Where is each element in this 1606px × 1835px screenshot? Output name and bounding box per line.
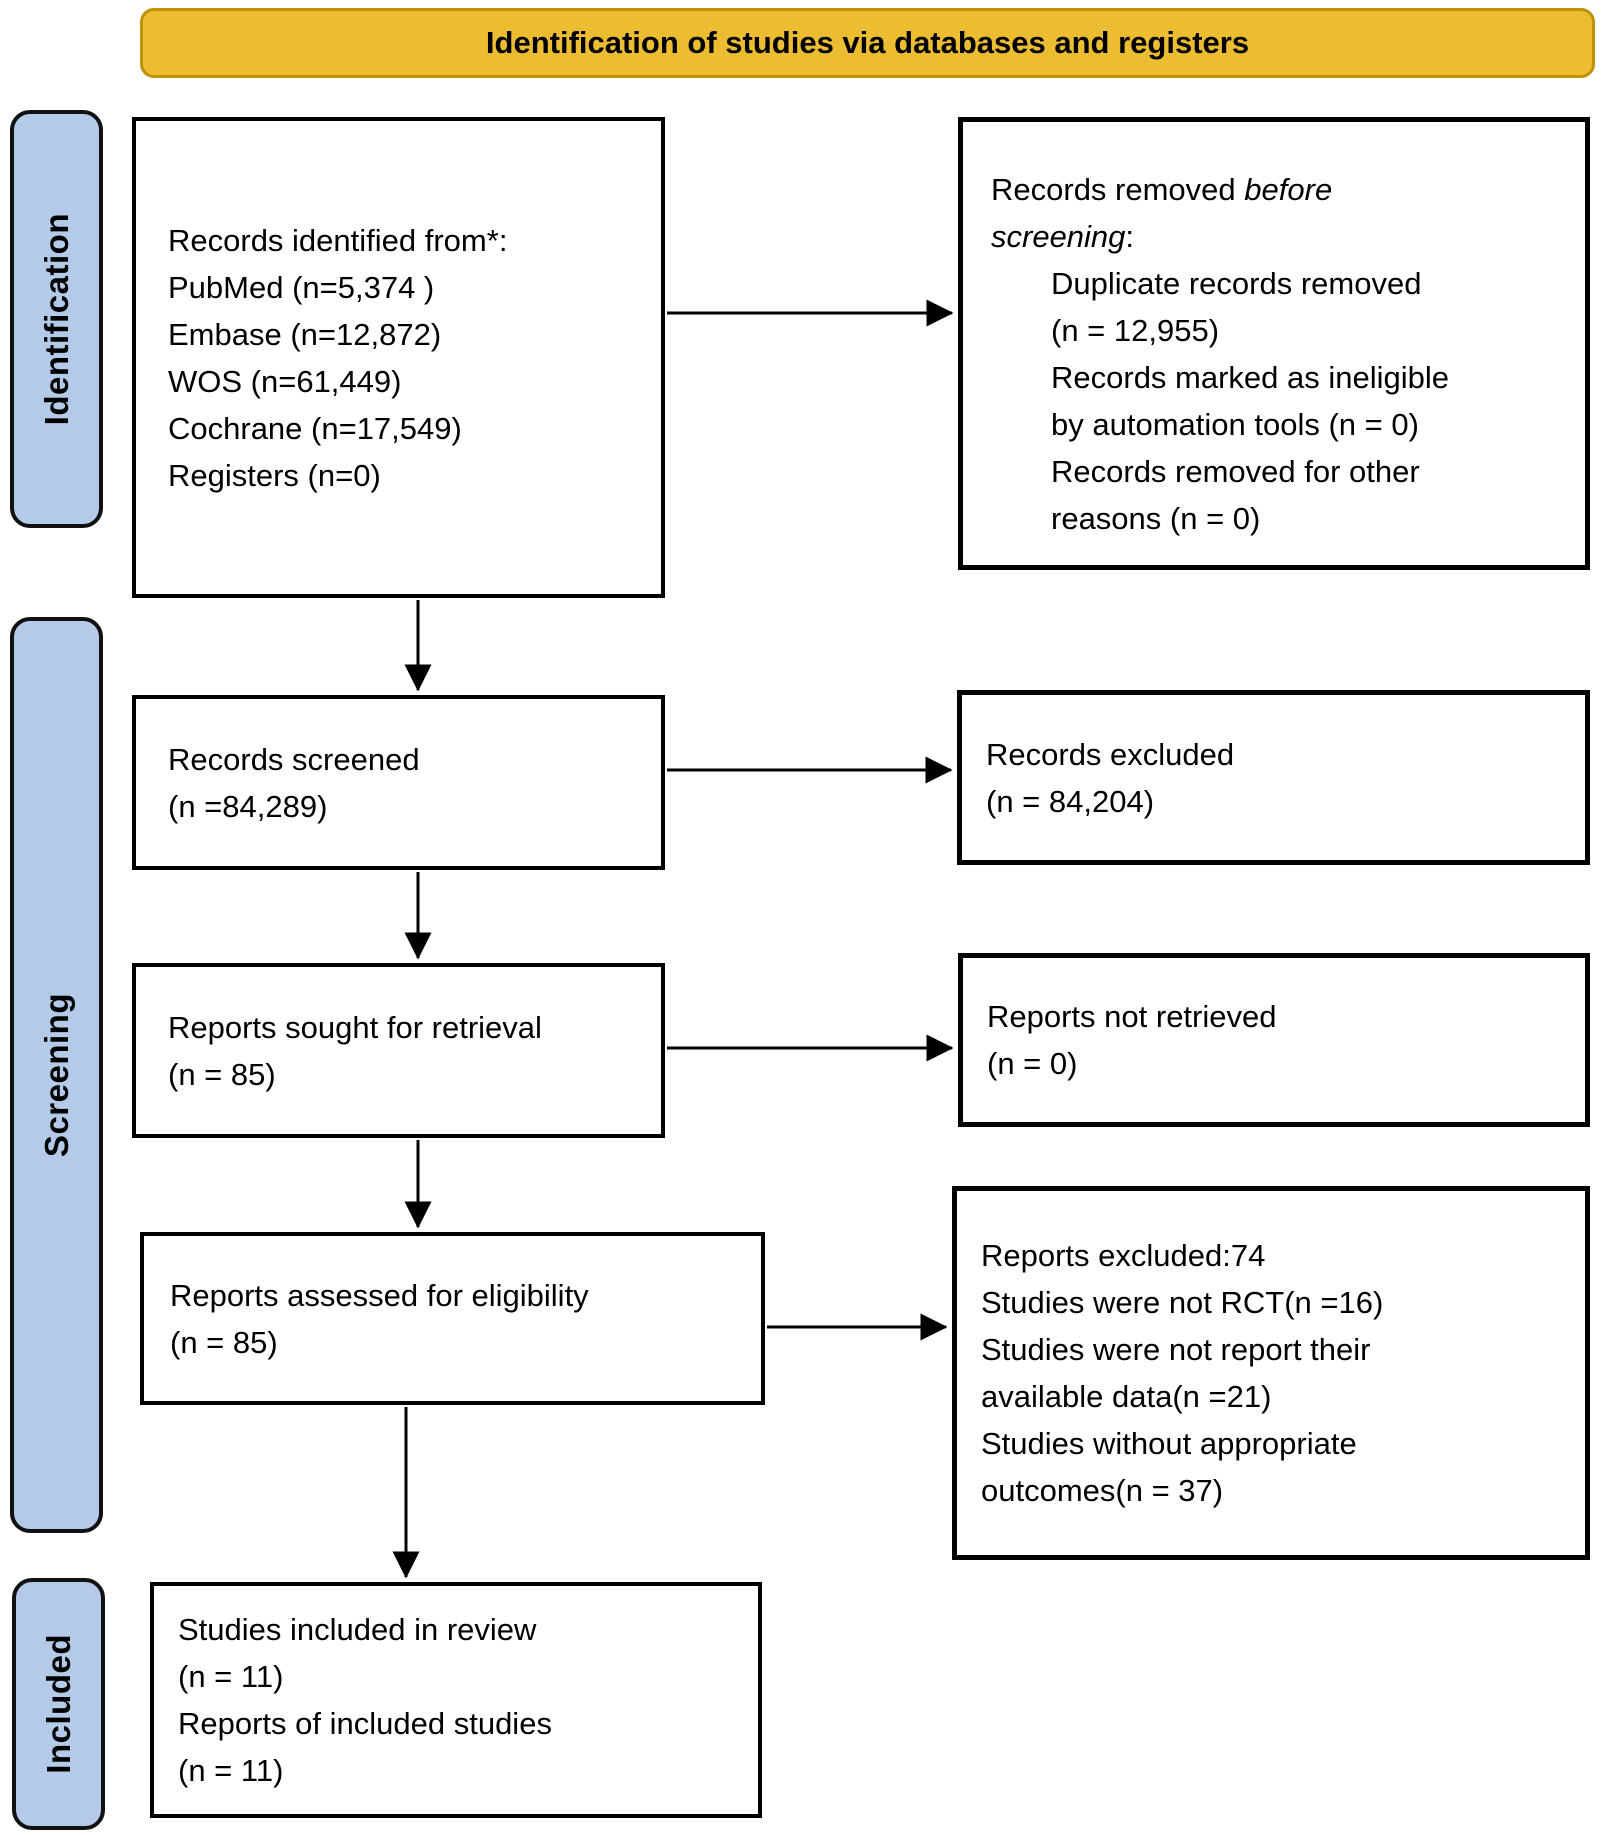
reports-not-retrieved-line: (n = 0): [987, 1046, 1078, 1081]
records-identified-line: Embase (n=12,872): [168, 316, 442, 352]
records-excluded-line: Records excluded: [986, 736, 1235, 772]
records-removed-detail-line: Duplicate records removed: [1051, 266, 1422, 301]
reports-excluded-line: available data(n =21): [981, 1379, 1272, 1414]
records-identified-line: PubMed (n=5,374 ): [168, 269, 435, 305]
records-removed-detail-line: by automation tools (n = 0): [1051, 407, 1419, 442]
reports-not-retrieved-box: Reports not retrieved (n = 0): [958, 953, 1590, 1127]
diagram-title-banner: Identification of studies via databases …: [140, 8, 1595, 78]
records-removed-title-normal: :: [1125, 219, 1135, 254]
reports-assessed-line: Reports assessed for eligibility: [170, 1277, 589, 1313]
records-excluded-line: (n = 84,204): [986, 783, 1155, 819]
reports-sought-line: Reports sought for retrieval: [168, 1009, 542, 1045]
stage-bar-identification: Identification: [10, 110, 103, 528]
records-identified-box: Records identified from*: PubMed (n=5,37…: [132, 117, 665, 598]
records-removed-title-line: screening:: [991, 213, 1571, 260]
records-identified-line: Registers (n=0): [168, 457, 381, 493]
records-screened-box: Records screened (n =84,289): [132, 695, 665, 870]
stage-label-identification: Identification: [37, 212, 75, 426]
records-screened-line: (n =84,289): [168, 788, 328, 824]
studies-included-line: Reports of included studies: [178, 1706, 552, 1741]
records-screened-line: Records screened: [168, 741, 420, 777]
studies-included-line: (n = 11): [178, 1659, 284, 1694]
records-removed-title-normal: Records removed: [991, 172, 1245, 207]
reports-excluded-line: outcomes(n = 37): [981, 1473, 1224, 1508]
records-removed-box: Records removed before screening: Duplic…: [958, 117, 1590, 570]
records-removed-detail-line: Records removed for other: [1051, 454, 1420, 489]
reports-assessed-box: Reports assessed for eligibility (n = 85…: [140, 1232, 765, 1405]
reports-excluded-box: Reports excluded:74 Studies were not RCT…: [952, 1186, 1590, 1560]
records-removed-title-italic: screening: [991, 219, 1126, 254]
reports-excluded-line: Studies were not report their: [981, 1332, 1371, 1367]
reports-sought-line: (n = 85): [168, 1056, 276, 1092]
reports-excluded-line: Studies without appropriate: [981, 1426, 1357, 1461]
records-removed-title-line: Records removed before: [991, 166, 1571, 213]
records-removed-title-italic: before: [1244, 172, 1333, 207]
stage-bar-included: Included: [12, 1578, 105, 1830]
stage-bar-screening: Screening: [10, 617, 103, 1533]
stage-label-screening: Screening: [37, 992, 75, 1158]
records-excluded-box: Records excluded (n = 84,204): [957, 690, 1590, 865]
reports-not-retrieved-line: Reports not retrieved: [987, 999, 1277, 1034]
reports-assessed-line: (n = 85): [170, 1324, 278, 1360]
records-identified-line: WOS (n=61,449): [168, 363, 402, 399]
records-removed-detail-line: Records marked as ineligible: [1051, 360, 1450, 395]
reports-excluded-line: Reports excluded:74: [981, 1238, 1266, 1273]
reports-sought-box: Reports sought for retrieval (n = 85): [132, 963, 665, 1138]
studies-included-line: (n = 11): [178, 1753, 284, 1788]
records-identified-line: Cochrane (n=17,549): [168, 410, 462, 446]
records-identified-line: Records identified from*:: [168, 222, 508, 258]
reports-excluded-line: Studies were not RCT(n =16): [981, 1285, 1384, 1320]
records-removed-detail-line: (n = 12,955): [1051, 313, 1220, 348]
studies-included-line: Studies included in review: [178, 1612, 537, 1647]
studies-included-box: Studies included in review (n = 11) Repo…: [150, 1582, 762, 1818]
diagram-title: Identification of studies via databases …: [485, 25, 1250, 60]
stage-label-included: Included: [39, 1634, 77, 1774]
records-removed-detail-line: reasons (n = 0): [1051, 501, 1261, 536]
